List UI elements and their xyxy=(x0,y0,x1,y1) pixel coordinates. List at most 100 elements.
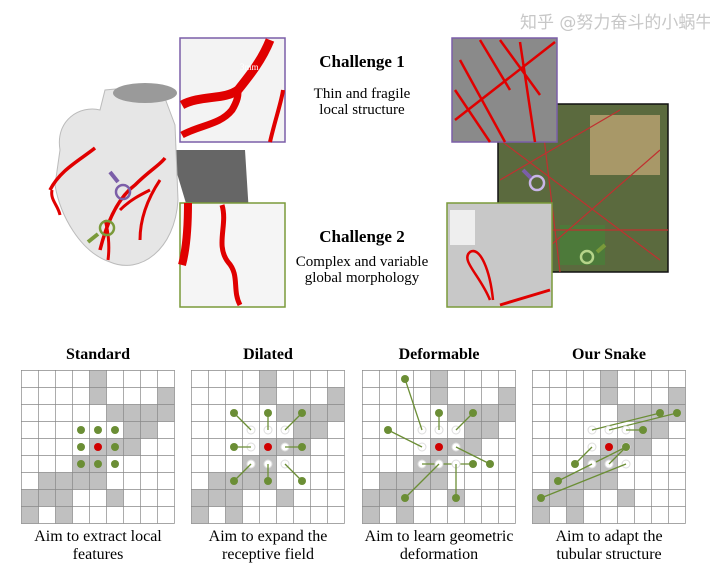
panel-caption2: receptive field xyxy=(222,546,314,563)
sampling-grid xyxy=(21,370,175,524)
gray-cell xyxy=(668,387,686,405)
sampling-point xyxy=(554,477,562,485)
gray-cell xyxy=(89,472,107,490)
sampling-point xyxy=(469,409,477,417)
sampling-point xyxy=(264,409,272,417)
sampling-point xyxy=(673,409,681,417)
challenge2-title: Challenge 2 xyxy=(319,227,405,246)
gray-cell xyxy=(481,404,499,422)
panel-title: Standard xyxy=(65,346,131,363)
gray-cell xyxy=(157,387,175,405)
offset-arrow xyxy=(574,446,593,465)
offset-arrow xyxy=(540,463,627,499)
challenge1-title: Challenge 1 xyxy=(319,52,405,71)
gray-cell xyxy=(191,489,209,507)
offset-arrow xyxy=(233,412,252,431)
gray-cell xyxy=(498,387,516,405)
gray-cell xyxy=(447,404,465,422)
gray-cell xyxy=(481,421,499,439)
scale-label: 3mm xyxy=(240,62,259,72)
sampling-point xyxy=(469,460,477,468)
panel-caption1: Aim to extract local xyxy=(34,528,162,545)
gray-cell xyxy=(55,489,73,507)
gray-cell xyxy=(106,489,124,507)
sampling-point xyxy=(435,409,443,417)
gray-cell xyxy=(55,506,73,524)
satellite-inset-complex xyxy=(446,202,553,308)
gray-cell xyxy=(634,438,652,456)
sampling-point xyxy=(384,426,392,434)
gray-cell xyxy=(21,506,39,524)
watermark: 知乎 @努力奋斗的小蜗牛 xyxy=(520,13,710,33)
gray-cell xyxy=(123,404,141,422)
panel-caption1: Aim to adapt the xyxy=(555,528,663,545)
sampling-point xyxy=(656,409,664,417)
gray-cell xyxy=(310,421,328,439)
offset-arrow xyxy=(404,378,423,431)
center-point xyxy=(264,443,272,451)
gray-cell xyxy=(600,387,618,405)
sampling-grid xyxy=(191,370,345,524)
sampling-point xyxy=(298,477,306,485)
sampling-point xyxy=(486,460,494,468)
gray-cell xyxy=(566,489,584,507)
sampling-grid xyxy=(362,370,516,524)
offset-arrow xyxy=(284,412,303,431)
sampling-point xyxy=(77,426,85,434)
gray-cell xyxy=(208,489,226,507)
gray-cell xyxy=(225,506,243,524)
sampling-point xyxy=(401,375,409,383)
sampling-point xyxy=(111,443,119,451)
gray-cell xyxy=(600,370,618,388)
gray-cell xyxy=(566,472,584,490)
gray-cell xyxy=(430,472,448,490)
offset-arrow xyxy=(233,463,252,482)
gray-cell xyxy=(72,472,90,490)
offset-arrow xyxy=(455,446,491,465)
offset-arrow xyxy=(557,463,593,482)
gray-cell xyxy=(242,472,260,490)
gray-cell xyxy=(430,387,448,405)
offset-arrow xyxy=(284,463,303,482)
gray-cell xyxy=(259,370,277,388)
heart-model xyxy=(48,83,250,280)
offset-arrow xyxy=(591,412,661,431)
challenge2-line1: Complex and variable xyxy=(295,254,429,270)
sampling-point xyxy=(111,460,119,468)
gray-cell xyxy=(464,438,482,456)
gray-cell xyxy=(362,489,380,507)
gray-cell xyxy=(21,489,39,507)
sampling-point xyxy=(298,409,306,417)
sampling-point xyxy=(77,460,85,468)
sampling-grid xyxy=(532,370,686,524)
gray-cell xyxy=(362,506,380,524)
panel-caption2: features xyxy=(72,546,124,563)
center-point xyxy=(94,443,102,451)
sampling-point xyxy=(537,494,545,502)
challenge2-line2: global morphology xyxy=(304,270,420,286)
panel-caption2: tubular structure xyxy=(556,546,662,563)
gray-cell xyxy=(225,489,243,507)
gray-cell xyxy=(55,472,73,490)
sampling-point xyxy=(571,460,579,468)
sampling-point xyxy=(264,477,272,485)
gray-cell xyxy=(532,506,550,524)
gray-cell xyxy=(38,489,56,507)
offset-arrow xyxy=(404,463,440,499)
gray-cell xyxy=(259,387,277,405)
sampling-point xyxy=(230,477,238,485)
offset-arrow xyxy=(591,446,627,465)
sampling-point xyxy=(639,426,647,434)
panel-title: Our Snake xyxy=(572,346,646,363)
gray-cell xyxy=(191,506,209,524)
gray-cell xyxy=(396,472,414,490)
satellite-inset-thin xyxy=(451,37,558,143)
sampling-point xyxy=(77,443,85,451)
gray-cell xyxy=(123,421,141,439)
center-point xyxy=(435,443,443,451)
gray-cell xyxy=(498,404,516,422)
gray-cell xyxy=(106,404,124,422)
sampling-point xyxy=(452,494,460,502)
gray-cell xyxy=(566,506,584,524)
sampling-point xyxy=(230,409,238,417)
